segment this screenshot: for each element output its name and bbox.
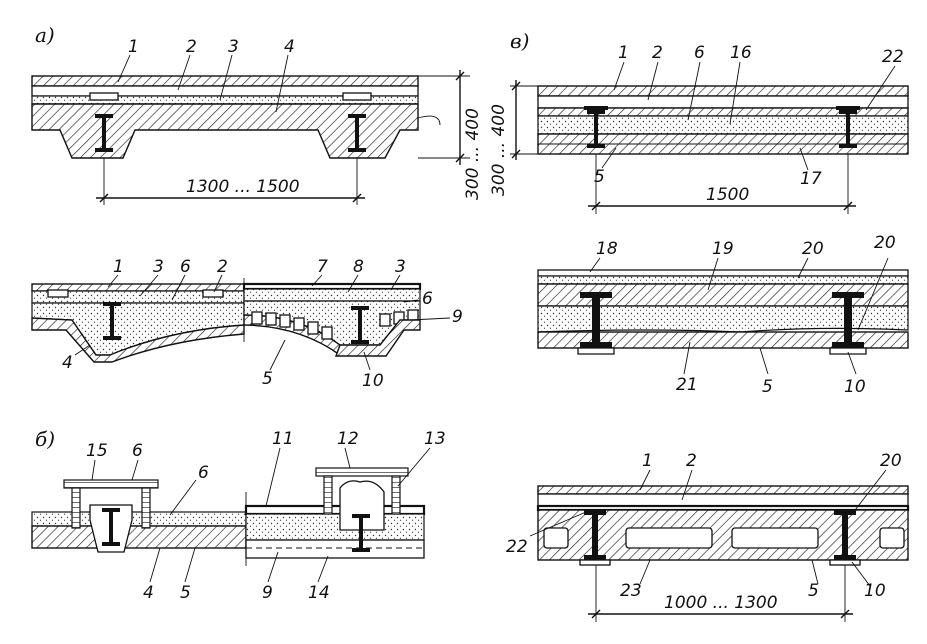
- label-a2-6b: 6: [422, 289, 433, 309]
- label-v2-20a: 20: [802, 239, 824, 259]
- label-v2-20b: 20: [874, 233, 896, 253]
- label-b-6a: 6: [132, 441, 143, 461]
- label-v3-1: 1: [642, 451, 653, 471]
- dim-v3-span: 1000 ... 1300: [664, 593, 778, 613]
- dim-a-height: 300 ... 400: [463, 108, 483, 200]
- dim-a-span: 1300 ... 1500: [186, 177, 300, 197]
- label-a2-3: 3: [153, 257, 164, 277]
- section-v-middle: [537, 257, 909, 375]
- label-v3-5: 5: [808, 581, 819, 601]
- label-v3-22: 22: [506, 537, 528, 557]
- label-a2-10: 10: [362, 371, 384, 391]
- section-b: [31, 447, 431, 583]
- label-b-11: 11: [272, 429, 294, 449]
- label-a1-4: 4: [284, 37, 295, 57]
- section-a-arch: [31, 274, 451, 371]
- label-v1-22: 22: [882, 47, 904, 67]
- label-b-6b: 6: [198, 463, 209, 483]
- label-v1-16: 16: [730, 43, 752, 63]
- label-b-15: 15: [86, 441, 108, 461]
- label-v3-10: 10: [864, 581, 886, 601]
- section-v-bottom: [529, 469, 910, 622]
- dim-v-span: 1500: [706, 185, 749, 205]
- label-b-14: 14: [308, 583, 330, 603]
- label-a2-7: 7: [317, 257, 328, 277]
- label-a2-2: 2: [217, 257, 228, 277]
- label-v3-2: 2: [686, 451, 697, 471]
- label-a2-8: 8: [353, 257, 364, 277]
- label-b-4: 4: [143, 583, 154, 603]
- section-label-a: а): [35, 23, 55, 47]
- label-a2-4: 4: [62, 353, 73, 373]
- label-v2-10: 10: [844, 377, 866, 397]
- label-v2-5: 5: [762, 377, 773, 397]
- section-label-v: в): [510, 29, 529, 53]
- label-a1-3: 3: [228, 37, 239, 57]
- label-a2-5: 5: [262, 369, 273, 389]
- label-a2-1: 1: [113, 257, 124, 277]
- label-b-13: 13: [424, 429, 446, 449]
- label-v1-5: 5: [594, 167, 605, 187]
- label-a2-3b: 3: [395, 257, 406, 277]
- label-v1-17: 17: [800, 169, 822, 189]
- label-v3-23: 23: [620, 581, 642, 601]
- section-v-top: [510, 61, 909, 214]
- label-a2-6: 6: [180, 257, 191, 277]
- label-v1-1: 1: [618, 43, 629, 63]
- dim-v-height: 300 ... 400: [489, 104, 509, 196]
- label-v3-20: 20: [880, 451, 902, 471]
- label-a1-2: 2: [186, 37, 197, 57]
- label-b-5: 5: [180, 583, 191, 603]
- label-v2-18: 18: [596, 239, 618, 259]
- label-v2-19: 19: [712, 239, 734, 259]
- section-a-top: [31, 54, 470, 205]
- label-v1-6: 6: [694, 43, 705, 63]
- label-a1-1: 1: [128, 37, 139, 57]
- label-a2-9: 9: [452, 307, 463, 327]
- label-b-12: 12: [337, 429, 359, 449]
- label-v2-21: 21: [676, 375, 698, 395]
- label-v1-2: 2: [652, 43, 663, 63]
- section-label-b: б): [35, 427, 55, 451]
- label-b-9: 9: [262, 583, 273, 603]
